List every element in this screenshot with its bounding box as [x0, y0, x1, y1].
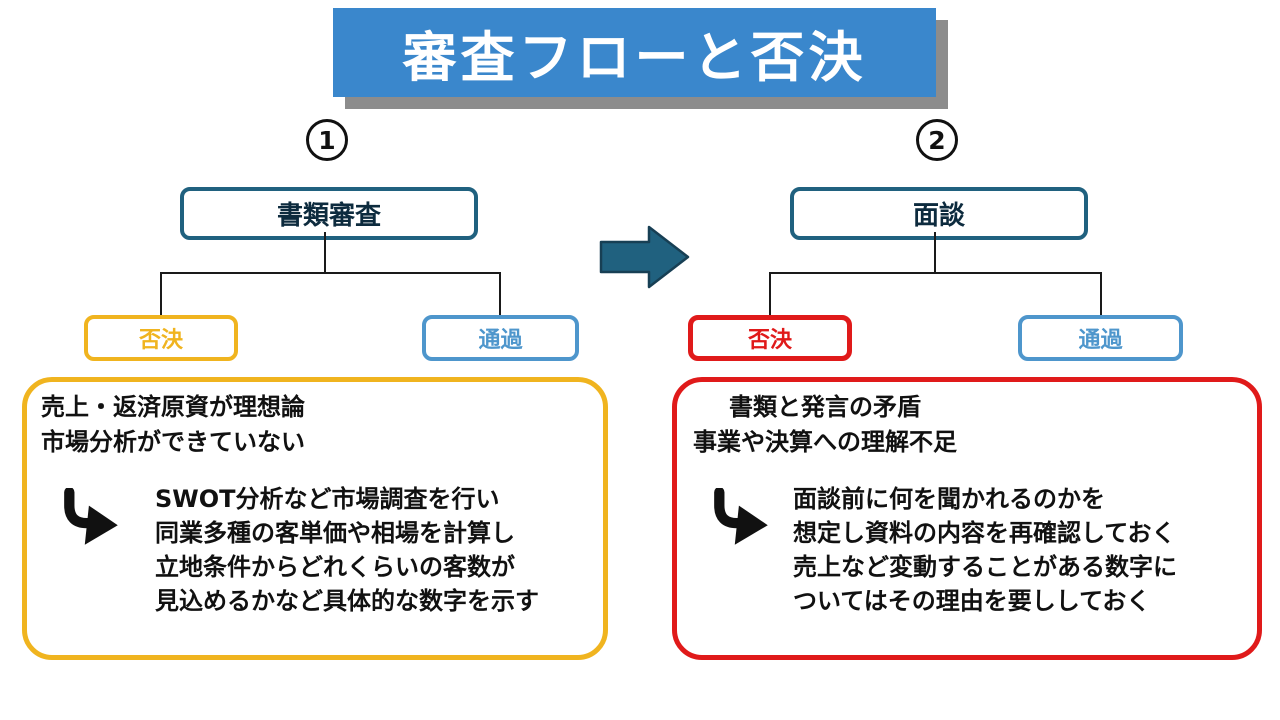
- curved-arrow-icon: [714, 488, 768, 545]
- advice-text: SWOT分析など市場調査を行い 同業多種の客単価や相場を計算し 立地条件からどれ…: [155, 485, 539, 615]
- connector-line: [934, 232, 936, 272]
- connector-line: [1100, 272, 1102, 315]
- connector-line: [160, 272, 162, 315]
- result-box-reject-1: 否決: [84, 315, 238, 361]
- advice-text: 面談前に何を聞かれるのかを 想定し資料の内容を再確認しておく 売上など変動するこ…: [793, 485, 1177, 615]
- connector-line: [769, 272, 771, 315]
- stage-box-interview: 面談: [790, 187, 1088, 240]
- step-number-2: 2: [916, 119, 958, 161]
- note-box-document-screening: 売上・返済原資が理想論 市場分析ができていない SWOT分析など市場調査を行い …: [22, 377, 608, 660]
- right-arrow-icon: [599, 225, 690, 289]
- connector-line: [160, 272, 501, 274]
- result-box-reject-2: 否決: [688, 315, 852, 361]
- note-box-interview: 書類と発言の矛盾 事業や決算への理解不足 面談前に何を聞かれるのかを 想定し資料…: [672, 377, 1262, 660]
- connector-line: [499, 272, 501, 315]
- step-number-1: 1: [306, 119, 348, 161]
- page-title: 審査フローと否決: [402, 26, 867, 89]
- rejection-reasons-text: 売上・返済原資が理想論 市場分析ができていない: [41, 393, 305, 456]
- title-banner: 審査フローと否決: [333, 8, 936, 97]
- connector-line: [324, 232, 326, 272]
- result-box-pass-2: 通過: [1018, 315, 1183, 361]
- rejection-reasons-text: 書類と発言の矛盾 事業や決算への理解不足: [693, 393, 957, 456]
- curved-arrow-icon: [64, 488, 118, 545]
- connector-line: [769, 272, 1101, 274]
- result-box-pass-1: 通過: [422, 315, 579, 361]
- stage-box-document-screening: 書類審査: [180, 187, 478, 240]
